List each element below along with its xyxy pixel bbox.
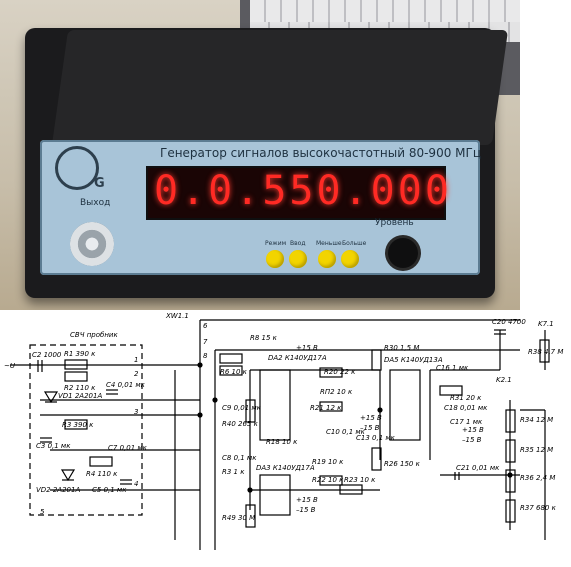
- label-r18: R18 10 к: [266, 438, 298, 446]
- pin-7: 7: [203, 338, 208, 346]
- label-r1: R1 390 к: [64, 350, 96, 358]
- label-k2: K2.1: [496, 376, 512, 384]
- label-c9: C9 0,01 мк: [222, 404, 262, 412]
- label-plus15-2: +15 В: [360, 414, 382, 422]
- label-minus15-3: –15 В: [296, 506, 316, 514]
- label-r20: R20 22 к: [324, 368, 356, 376]
- label-da2: DA2 К140УД17А: [268, 354, 327, 362]
- label-r19: R19 10 к: [312, 458, 344, 466]
- label-vd1: VD1 2А201А: [58, 392, 102, 400]
- label-r35: R35 12 М: [520, 446, 553, 454]
- less-button[interactable]: [318, 250, 336, 268]
- label-r36: R36 2,4 М: [520, 474, 555, 482]
- button-label-mode: Режим: [265, 240, 287, 247]
- circuit-schematic: СВЧ пробник ~U XW1.1 C2 1000 R1 390 к R2…: [0, 310, 571, 567]
- output-label: Выход: [80, 198, 111, 208]
- label-c4: C4 0,01 мк: [106, 381, 146, 389]
- label-plus15-1: +15 В: [296, 344, 318, 352]
- label-r34: R34 12 М: [520, 416, 553, 424]
- button-label-enter: Ввод: [290, 240, 306, 247]
- led-digits: 0.0.550.000: [154, 168, 452, 214]
- pin-4: 4: [134, 480, 138, 488]
- label-r2: R2 110 к: [64, 384, 96, 392]
- label-r31: R31 20 к: [450, 394, 482, 402]
- label-plus15-3: +15 В: [462, 426, 484, 434]
- label-c16: C16 1 мк: [436, 364, 469, 372]
- label-r8: R8 15 к: [250, 334, 278, 342]
- label-r21: R21 12 к: [310, 404, 342, 412]
- label-r4: R4 110 к: [86, 470, 118, 478]
- pin-6: 6: [203, 322, 208, 330]
- label-c21: C21 0,01 мк: [456, 464, 500, 472]
- device-photo: G Генератор сигналов высокочастотный 80-…: [0, 0, 520, 310]
- label-c7: C7 0,01 мк: [108, 444, 148, 452]
- probe-boundary: [29, 344, 143, 516]
- enter-button[interactable]: [289, 250, 307, 268]
- label-r49: R49 30 М: [222, 514, 255, 522]
- label-r38: R38 4,7 М: [528, 348, 563, 356]
- label-c5: C5 0,1 мк: [92, 486, 127, 494]
- label-da5: DA5 К140УД13А: [384, 356, 443, 364]
- label-r6: R6 10 к: [220, 368, 248, 376]
- device-title: Генератор сигналов высокочастотный 80-90…: [160, 146, 481, 160]
- button-label-less: Меньше: [316, 240, 342, 247]
- label-r26: R26 150 к: [384, 460, 421, 468]
- level-knob[interactable]: [388, 238, 418, 268]
- label-c3: C3 0,1 мк: [36, 442, 71, 450]
- label-minus15-1: –15 В: [360, 424, 380, 432]
- label-r22: R22 10 к: [312, 476, 344, 484]
- level-label: Уровень: [375, 218, 414, 228]
- label-r37: R37 680 к: [520, 504, 557, 512]
- button-label-more: Больше: [342, 240, 367, 247]
- keyboard-background: [250, 0, 520, 22]
- pin-3: 3: [134, 408, 138, 416]
- more-button[interactable]: [341, 250, 359, 268]
- label-rp2: RП2 10 к: [320, 388, 353, 396]
- label-r3b: R3 1 к: [222, 468, 245, 476]
- mode-button[interactable]: [266, 250, 284, 268]
- label-c18: C18 0,01 мк: [444, 404, 488, 412]
- generator-case-top: [51, 30, 509, 145]
- label-r3: R3 390 к: [62, 421, 94, 429]
- pin-1: 1: [134, 356, 138, 364]
- pin-5: 5: [40, 508, 45, 516]
- label-c17: C17 1 мк: [450, 418, 483, 426]
- label-r40: R40 265 к: [222, 420, 259, 428]
- output-connector-icon: [70, 222, 114, 266]
- label-r30: R30 1,5 М: [384, 344, 419, 352]
- label-minus15-2: –15 В: [462, 436, 482, 444]
- pin-8: 8: [203, 352, 208, 360]
- label-k7: K7.1: [538, 320, 554, 328]
- label-plus15-4: +15 В: [296, 496, 318, 504]
- u-input-label: ~U: [4, 362, 15, 370]
- probe-label: СВЧ пробник: [70, 331, 118, 339]
- label-c20: C20 4700: [492, 318, 526, 326]
- label-da3: DA3 К140УД17А: [256, 464, 315, 472]
- logo-letter: G: [94, 176, 105, 191]
- logo-icon: [55, 146, 99, 190]
- pin-2: 2: [134, 370, 139, 378]
- label-r23: R23 10 к: [344, 476, 376, 484]
- label-c8: C8 0,1 мк: [222, 454, 257, 462]
- label-c13: C13 0,1 мк: [356, 434, 396, 442]
- label-c2: C2 1000: [32, 351, 62, 359]
- label-c10: C10 0,1 мк: [326, 428, 366, 436]
- led-display: [146, 166, 446, 220]
- label-vd2: VD2 2А201А: [36, 486, 80, 494]
- connector-label: XW1.1: [165, 312, 189, 320]
